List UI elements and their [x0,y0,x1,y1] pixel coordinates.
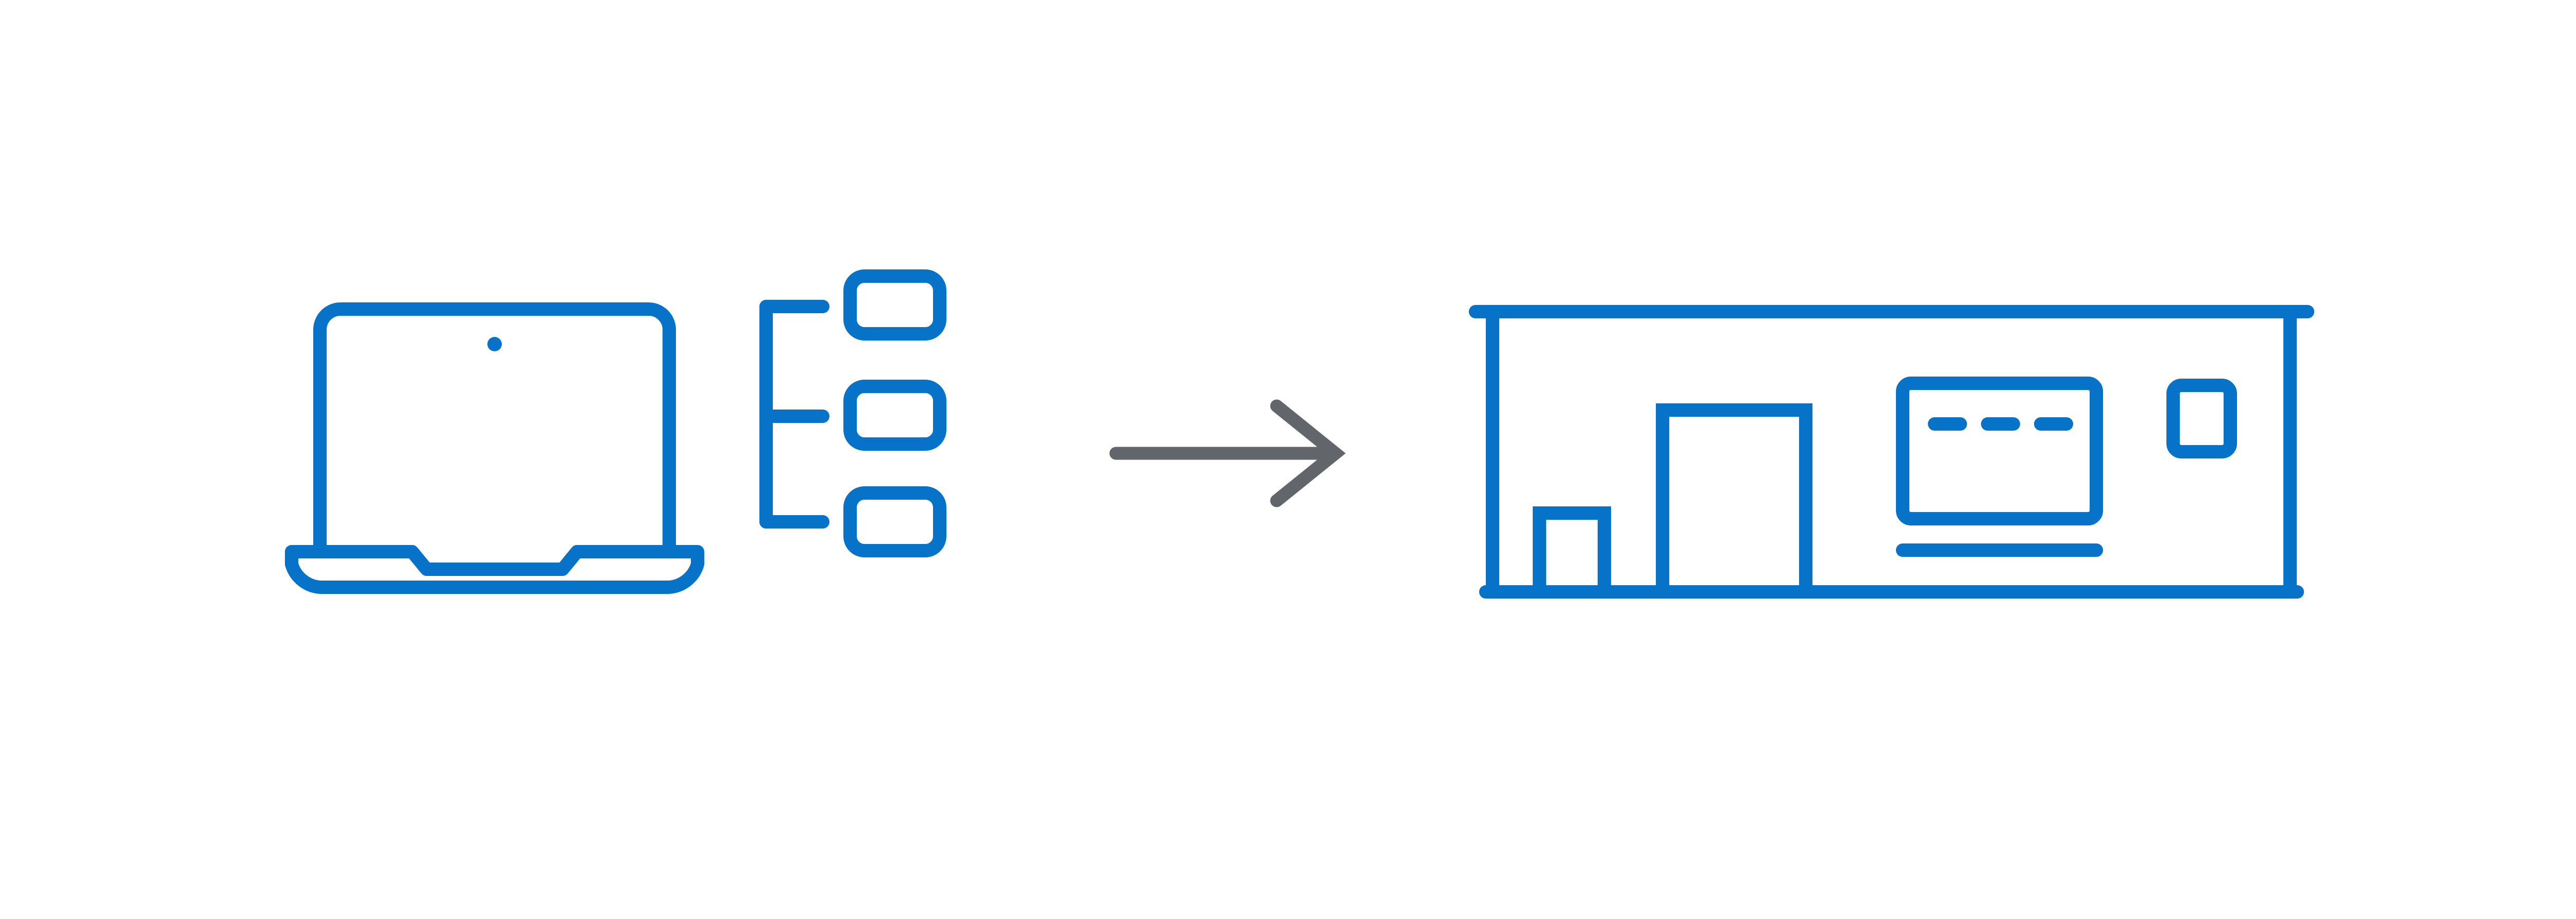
laptop-base-outline [285,545,704,594]
tree-list-icon [759,269,946,557]
factory-building-icon [1469,305,2314,599]
arrow-head [1270,399,1346,507]
tree-node-box-2[interactable] [843,380,946,451]
laptop-icon [285,302,704,594]
factory-control-panel[interactable] [1896,377,2103,525]
factory-side-cabinet[interactable] [2166,379,2237,458]
tree-node-box-1[interactable] [843,269,946,341]
tree-node-box-3[interactable] [843,486,946,557]
factory-tall-block [1656,403,1812,585]
arrow-right-icon [1109,399,1346,507]
laptop-camera-icon [487,337,502,351]
factory-small-block [1533,506,1611,585]
laptop-screen-outline [313,302,676,546]
